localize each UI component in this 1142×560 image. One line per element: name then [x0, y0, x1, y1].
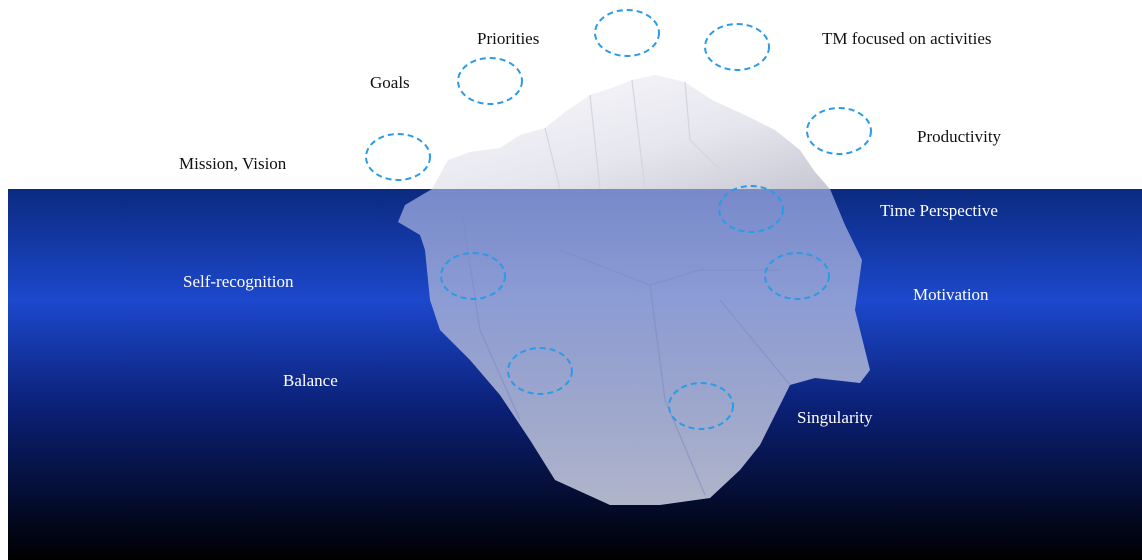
label-goals: Goals	[370, 73, 410, 92]
label-productivity: Productivity	[917, 127, 1002, 146]
marker-tm-focused	[704, 23, 770, 71]
label-motivation: Motivation	[913, 285, 989, 304]
marker-time-perspective	[718, 185, 784, 233]
marker-singularity	[668, 382, 734, 430]
marker-balance	[507, 347, 573, 395]
marker-mission-vision	[365, 133, 431, 181]
iceberg-base	[398, 189, 870, 505]
iceberg-tip	[432, 75, 830, 189]
marker-priorities	[594, 9, 660, 57]
label-time-perspective: Time Perspective	[880, 201, 998, 220]
label-priorities: Priorities	[477, 29, 540, 48]
iceberg-tip-facets	[544, 79, 741, 190]
marker-motivation	[764, 252, 830, 300]
label-balance: Balance	[283, 371, 338, 390]
label-mission-vision: Mission, Vision	[179, 154, 287, 173]
label-singularity: Singularity	[797, 408, 873, 427]
marker-goals	[457, 57, 523, 105]
marker-group	[365, 9, 872, 430]
label-self-recognition: Self-recognition	[183, 272, 294, 291]
marker-productivity	[806, 107, 872, 155]
label-tm-focused: TM focused on activities	[822, 29, 992, 48]
iceberg-base-facets	[459, 199, 791, 496]
marker-self-recognition	[440, 252, 506, 300]
